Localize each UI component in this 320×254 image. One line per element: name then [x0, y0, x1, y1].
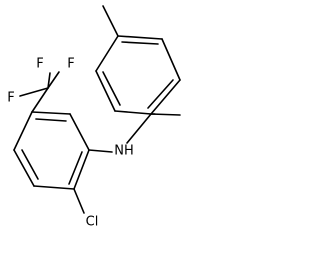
- bond-aniline-5-inner: [35, 118, 67, 122]
- bond-tolyl-1: [117, 35, 163, 40]
- bond-ring-cf3: [31, 87, 49, 113]
- bonds: [13, 5, 181, 214]
- bond-tolyl-4: [114, 110, 152, 115]
- bond-tolyl-3-inner: [147, 79, 174, 109]
- bond-aniline-2: [33, 185, 75, 190]
- bond-aniline-1-inner: [68, 151, 83, 185]
- bond-tolyl-3: [150, 79, 181, 115]
- bond-aniline-3: [13, 149, 35, 187]
- bond-tolyl-1-inner: [121, 41, 159, 45]
- fluorine-top-label: F: [67, 57, 74, 72]
- bond-cf3-fleft: [19, 87, 49, 97]
- bond-aniline-3-inner: [21, 149, 39, 180]
- bond-tolyl-5-inner: [102, 71, 121, 106]
- bond-aniline-5: [31, 111, 71, 115]
- amine-nh-label: NH: [114, 144, 134, 159]
- bond-tolyl-6: [95, 35, 119, 72]
- bond-cf3-fbottom: [47, 72, 51, 89]
- bond-methyl-tolyl: [102, 5, 119, 37]
- bond-tolyl-2: [161, 38, 181, 81]
- bond-aniline-6: [69, 113, 90, 151]
- bond-ring-cl: [73, 188, 85, 214]
- chlorine-label: Cl: [86, 215, 99, 230]
- fluorine-bottom-label: F: [36, 57, 43, 72]
- bond-ch-nh: [126, 113, 152, 144]
- bond-ch-methyl: [150, 113, 181, 116]
- bond-nh-ring: [88, 149, 113, 153]
- bond-aniline-4: [13, 111, 33, 151]
- chemical-structure-diagram: F F F NH Cl: [7, 5, 181, 230]
- bond-cf3-ftop: [47, 71, 60, 89]
- fluorine-left-label: F: [7, 91, 14, 106]
- bond-aniline-1: [73, 149, 90, 190]
- bond-tolyl-5: [95, 70, 116, 112]
- atom-labels: F F F NH Cl: [7, 57, 133, 230]
